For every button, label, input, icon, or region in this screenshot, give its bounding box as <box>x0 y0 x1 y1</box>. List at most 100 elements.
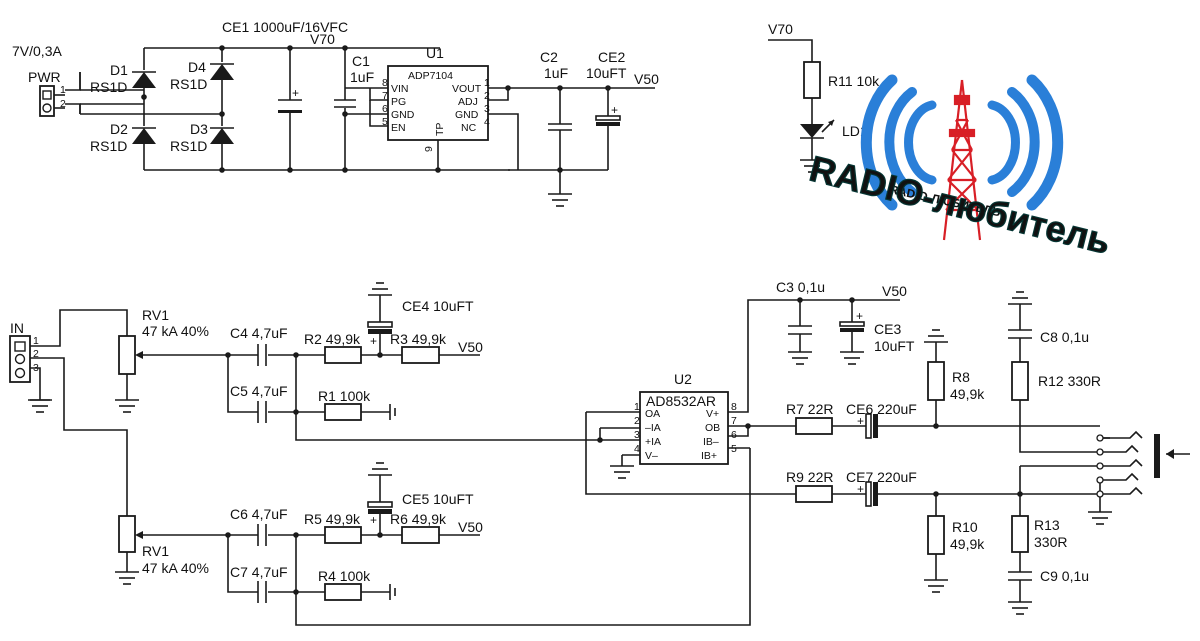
ce6-label: CE6 220uF <box>846 401 917 417</box>
c5-symbol <box>257 401 267 423</box>
led-ld1-symbol <box>800 119 835 139</box>
r13-ref: R13 <box>1034 517 1060 533</box>
led-wires <box>768 39 824 173</box>
tower-icon <box>942 79 982 241</box>
u2-pin-8-num: 8 <box>731 401 737 413</box>
r11-label: R11 10k <box>828 73 880 89</box>
r11-body <box>803 61 821 99</box>
u1-body <box>387 65 489 141</box>
diode-d2-symbol <box>132 127 156 144</box>
in-pin-1: 1 <box>33 335 39 347</box>
r5-body <box>324 526 362 544</box>
r8-body <box>927 361 945 401</box>
rv1-bot-wiper <box>135 531 143 539</box>
in-pin-3: 3 <box>33 362 39 374</box>
u1-pin-2-num: 2 <box>484 90 490 102</box>
c5-label: C5 4,7uF <box>230 383 288 399</box>
r9-label: R9 22R <box>786 469 833 485</box>
ce3-ref: CE3 <box>874 321 901 337</box>
junction <box>219 167 225 173</box>
junctions-lower <box>225 297 1023 595</box>
u1-pin-9-num: 9 <box>423 146 435 152</box>
u2-pin-6-name: IB– <box>703 436 719 448</box>
u1-part: ADP7104 <box>408 70 453 82</box>
rv1-top-wiper <box>135 351 143 359</box>
r8-ref: R8 <box>952 369 970 385</box>
ce1-symbol: + <box>278 86 302 113</box>
u1-pin-9-name: TP <box>434 123 446 136</box>
u2-pin-4-num: 4 <box>634 443 640 455</box>
c2-val: 1uF <box>544 65 568 81</box>
c8-symbol <box>1008 329 1032 339</box>
pwr-connector <box>39 85 65 117</box>
u1-pin-8-num: 8 <box>382 77 388 89</box>
u1-pin-3-num: 3 <box>484 103 490 115</box>
ce7-symbol: + <box>857 481 878 507</box>
u2-pin-4-name: V– <box>645 450 658 462</box>
c3-label: C3 0,1u <box>776 279 825 295</box>
c7-symbol <box>257 581 267 603</box>
c4-label: C4 4,7uF <box>230 325 288 341</box>
rv1-top-val: 47 kA 40% <box>142 323 209 339</box>
r4-body <box>324 583 362 601</box>
r12-label: R12 330R <box>1038 373 1101 389</box>
d3-type: RS1D <box>170 138 207 154</box>
r4-label: R4 100k <box>318 568 371 584</box>
u2-pin-2-name: –IA <box>645 422 661 434</box>
junction <box>342 45 348 51</box>
svg-text:+: + <box>856 309 863 323</box>
junction <box>557 167 563 173</box>
r7-label: R7 22R <box>786 401 833 417</box>
v50-top-label: V50 <box>634 71 659 87</box>
diode-d4-symbol <box>210 63 234 80</box>
r3-label: R3 49,9k <box>390 331 447 347</box>
u2-pin-7-name: OB <box>705 422 720 434</box>
c1-val: 1uF <box>350 69 374 85</box>
rv1-top-ref: RV1 <box>142 307 169 323</box>
d3-ref: D3 <box>190 121 208 137</box>
pwr-spec-label: 7V/0,3A <box>12 43 62 59</box>
wave-left-1 <box>904 100 937 185</box>
d1-ref: D1 <box>110 62 128 78</box>
d2-type: RS1D <box>90 138 127 154</box>
svg-text:+: + <box>611 103 618 117</box>
junction <box>342 167 348 173</box>
u1-pin-8-name: VIN <box>391 83 409 95</box>
u2-pin-1-name: OA <box>645 408 660 420</box>
svg-text:+: + <box>857 414 864 428</box>
in-pin-2: 2 <box>33 348 39 360</box>
c2-symbol <box>548 123 572 131</box>
pwr-label: PWR <box>28 69 61 85</box>
v50-r3-label: V50 <box>458 339 483 355</box>
ce2-ref: CE2 <box>598 49 625 65</box>
c6-label: C6 4,7uF <box>230 506 288 522</box>
radio-logo: RADIO-ЛЮБИТЕЛЬ RADIO-любитель <box>805 74 1115 263</box>
c2-ref: C2 <box>540 49 558 65</box>
u2-pin-3-name: +IA <box>645 436 661 448</box>
wave-right-3 <box>1026 74 1064 211</box>
r13-body <box>1011 515 1029 553</box>
v50-c3-label: V50 <box>882 283 907 299</box>
r2-body <box>324 346 362 364</box>
u1-pin-6-name: GND <box>391 109 415 121</box>
rv1-bot-ref: RV1 <box>142 543 169 559</box>
pwr-pin-2: 2 <box>60 98 66 110</box>
junction <box>141 94 147 100</box>
c7-label: C7 4,7uF <box>230 564 288 580</box>
junction <box>287 45 293 51</box>
diode-d3-symbol <box>210 127 234 144</box>
junction <box>557 85 563 91</box>
u2-pin-5-num: 5 <box>731 443 737 455</box>
junction <box>505 85 511 91</box>
c3-symbol <box>788 325 812 335</box>
ce3-symbol: + <box>839 309 865 332</box>
d4-type: RS1D <box>170 76 207 92</box>
svg-text:+: + <box>292 86 299 100</box>
r2-label: R2 49,9k <box>304 331 361 347</box>
svg-text:+: + <box>857 482 864 496</box>
ce6-symbol: + <box>857 413 878 439</box>
u2-pin-7-num: 7 <box>731 415 737 427</box>
ce2-symbol: + <box>595 103 621 126</box>
r12-body <box>1011 361 1029 401</box>
